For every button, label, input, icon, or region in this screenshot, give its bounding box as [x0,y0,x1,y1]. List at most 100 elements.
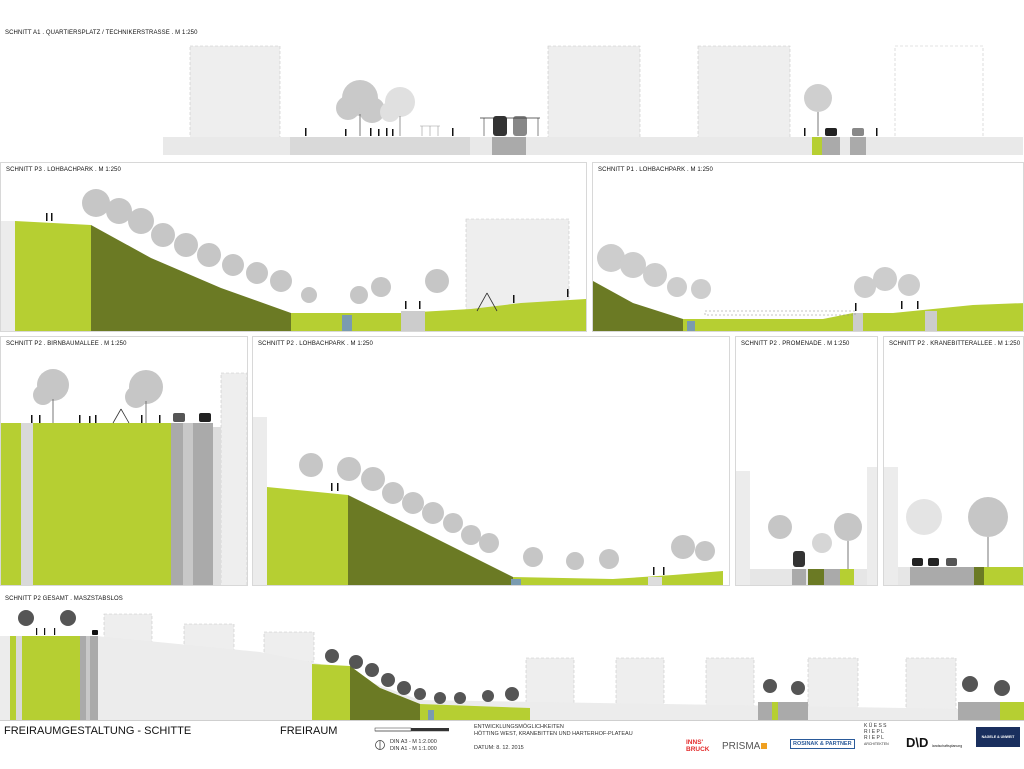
section-p3-lohbachpark: SCHNITT P3 . LOHBACHPARK . M 1:250 [0,162,587,332]
section-p1-drawing [593,244,1023,331]
slope-terrain [348,495,513,585]
people [305,128,878,136]
slope-terrain [91,225,291,331]
path [21,423,33,585]
building-block [189,45,281,139]
section-title: SCHNITT P2 . KRANEBITTERALLEE . M 1:250 [889,341,1021,347]
section-p3-drawing [1,189,586,331]
path [853,313,863,331]
section-p2-promenade: SCHNITT P2 . PROMENADE . M 1:250 [735,336,878,586]
tree-row [82,189,449,304]
building-block [736,471,750,585]
grass-terrain [291,299,586,331]
nagele-logo: NAGELE & UNWEIT [976,727,1020,747]
section-title: SCHNITT P2 . LOHBACHPARK . M 1:250 [258,341,373,347]
section-p2-gesamt: SCHNITT P2 GESAMT . MASZSTABSLOS [0,592,1024,720]
grass-strip [984,567,1023,585]
section-p2-gesamt-drawing [0,610,1024,720]
logo-text: ARCHITEKTEN [864,742,889,746]
swing [476,292,498,312]
logo-text: D\D [906,735,929,750]
road [822,137,840,155]
section-a1-drawing [163,45,1023,155]
logo-text: PRISMA [722,741,761,752]
section-p2-birnbaumallee-drawing [1,369,247,585]
section-title: SCHNITT P2 GESAMT . MASZSTABSLOS [5,596,123,602]
people [46,213,569,309]
road [824,569,840,585]
tree-row [18,610,1010,704]
pergola [420,125,440,136]
people [36,628,98,635]
building-block [884,467,898,585]
section-p2-kranebitterallee-drawing [884,467,1023,585]
grass-terrain [15,221,91,331]
building-block [697,45,791,139]
ground-edge [1,221,15,331]
prisma-square-icon [761,743,768,749]
ground-edge [253,417,267,585]
people [855,301,919,311]
section-p2-kranebitterallee: SCHNITT P2 . KRANEBITTERALLEE . M 1:250 [883,336,1024,586]
people [331,483,665,575]
cars [173,413,211,422]
scale-a1: DIN A1 - M 1:1.000 [390,746,437,752]
section-p1-lohbachpark: SCHNITT P1 . LOHBACHPARK . M 1:250 [592,162,1024,332]
logo-text: NAGELE & UNWEIT [981,735,1015,739]
prisma-logo: PRISMA [722,741,768,752]
kuess-riepl-logo: K Ü E S S R I E P L R I E P L ARCHITEKTE… [864,723,889,747]
path [925,311,937,331]
tree [968,497,1008,567]
tram [793,551,805,567]
road [910,567,974,585]
tram-track [492,137,526,155]
tram [480,116,540,136]
tree [380,87,415,136]
slope-terrain [808,569,824,585]
building-block [547,45,641,139]
cars [912,558,957,566]
logo-text: K Ü E S S [864,723,887,729]
building-block [465,218,570,316]
scale-bar [374,727,449,732]
terrain-line [704,310,856,316]
road [850,137,866,155]
section-title: SCHNITT P1 . LOHBACHPARK . M 1:250 [598,167,713,173]
road-lane [183,423,193,585]
logo-text: INNS' [686,739,704,746]
swing [112,408,130,424]
section-title: SCHNITT P3 . LOHBACHPARK . M 1:250 [6,167,121,173]
tree [125,370,163,423]
section-a1: SCHNITT A1 . QUARTIERSPLATZ / TECHNIKERS… [0,26,1024,160]
grass-terrain [267,487,348,585]
tree-row [299,453,715,570]
tree [804,84,832,136]
date-label: DATUM: 8. 12. 2015 [474,745,524,751]
section-title: SCHNITT A1 . QUARTIERSPLATZ / TECHNIKERS… [5,30,198,36]
cars [825,128,864,136]
logo-subtext: landschaftsplanung [932,744,963,748]
logo-text: R I E P L [864,735,884,741]
tram-track [792,569,806,585]
building-block [867,467,877,585]
project-line2: HÖTTING WEST, KRANEBITTEN UND HARTERHOF-… [474,731,633,737]
rosinak-logo: ROSINAK & PARTNER [790,739,855,749]
logo-text: ROSINAK & PARTNER [793,741,852,747]
section-p2-lohbachpark-drawing [253,417,723,585]
sidewalk [213,427,221,585]
logo-text: R I E P L [864,729,884,735]
water-channel [342,315,352,331]
category-title: FREIRAUM [280,725,338,737]
slope-terrain [593,281,683,331]
path [401,311,425,331]
main-title: FREIRAUMGESTALTUNG - SCHITTE [4,725,192,737]
title-block: FREIRAUMGESTALTUNG - SCHITTE FREIRAUM DI… [0,720,1024,769]
tree-row [597,244,920,299]
section-p2-birnbaumallee: SCHNITT P2 . BIRNBAUMALLEE . M 1:250 [0,336,248,586]
path [648,577,662,585]
north-arrow-icon [375,740,385,750]
innsbruck-logo: INNS' BRUCK [686,739,709,753]
slope-terrain [350,666,420,720]
section-p2-lohbachpark: SCHNITT P2 . LOHBACHPARK . M 1:250 [252,336,730,586]
section-title: SCHNITT P2 . PROMENADE . M 1:250 [741,341,850,347]
